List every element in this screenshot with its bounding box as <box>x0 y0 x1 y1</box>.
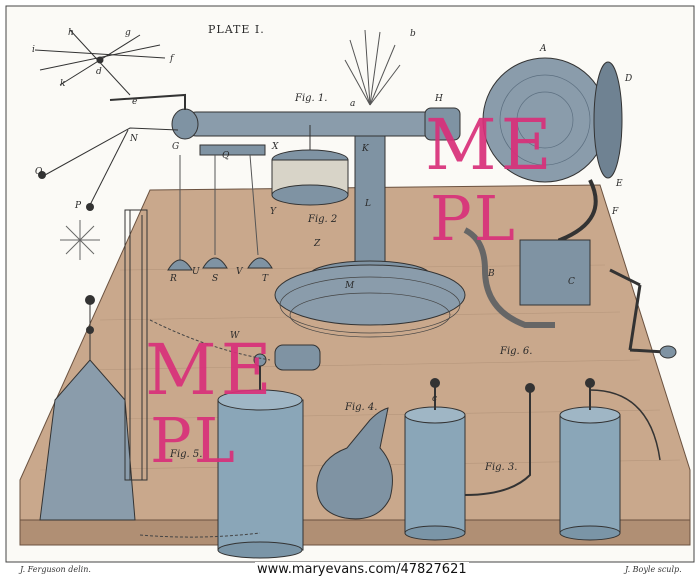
letter-d: d <box>96 67 102 77</box>
prime-conductor <box>38 93 461 211</box>
letter-C: C <box>568 277 575 287</box>
letter-U: U <box>192 267 200 277</box>
letter-A: A <box>540 44 547 54</box>
electrical-machine <box>482 57 677 359</box>
pinwheel-figure <box>34 29 166 96</box>
letter-h: h <box>68 28 74 38</box>
fig2-label: Fig. 2 <box>308 214 338 225</box>
fig5-stand <box>39 209 148 521</box>
fig3-label: Fig. 3. <box>485 462 518 473</box>
watermark-pl-right: PL <box>430 182 517 255</box>
table-edge <box>19 519 691 546</box>
letter-e: e <box>132 97 138 107</box>
letter-B: B <box>488 269 495 279</box>
letter-i: i <box>32 45 35 55</box>
letter-E: E <box>616 179 623 189</box>
feather-tuft <box>344 29 401 106</box>
letter-k: k <box>60 79 66 89</box>
letter-V: V <box>236 267 243 277</box>
bells-apparatus <box>167 144 273 271</box>
letter-Y: Y <box>270 207 276 217</box>
letter-D: D <box>625 74 633 84</box>
credit-left: J. Ferguson delin. <box>20 565 91 574</box>
plate-title: PLATE I. <box>208 23 265 36</box>
hanging-disc <box>271 125 349 206</box>
fig4-label: Fig. 4. <box>345 402 378 413</box>
letter-f: f <box>170 54 174 64</box>
flask <box>316 407 393 520</box>
letter-F: F <box>612 207 619 217</box>
fig5-label: Fig. 5. <box>170 449 203 460</box>
central-stand <box>274 135 466 338</box>
letter-Q: Q <box>222 151 230 161</box>
chain-1 <box>149 319 271 361</box>
letter-L: L <box>365 199 371 209</box>
letter-M: M <box>345 281 355 291</box>
letter-G: G <box>172 142 180 152</box>
letter-X: X <box>272 142 279 152</box>
letter-O: O <box>35 167 43 177</box>
jar-middle <box>404 378 535 541</box>
letter-c: c <box>432 394 438 404</box>
jar-left <box>217 344 321 559</box>
watermark-pl-left: PL <box>150 404 237 477</box>
letter-a: a <box>350 99 356 109</box>
letter-T: T <box>262 274 269 284</box>
letter-Z: Z <box>314 239 321 249</box>
letter-S: S <box>212 274 219 284</box>
letter-b: b <box>410 29 416 39</box>
credit-right: J. Boyle sculp. <box>625 565 682 574</box>
chain-2 <box>139 532 261 538</box>
letter-N: N <box>130 134 138 144</box>
jar-right <box>559 378 661 541</box>
letter-W: W <box>230 331 240 341</box>
fig1-label: Fig. 1. <box>295 93 328 104</box>
star-flower <box>60 220 100 260</box>
letter-R: R <box>170 274 177 284</box>
letter-P: P <box>75 201 82 211</box>
fig6-tube <box>463 227 555 328</box>
letter-K: K <box>362 144 369 154</box>
letter-g: g <box>125 28 131 38</box>
watermark-me-right: ME <box>425 104 556 186</box>
letter-H: H <box>435 94 443 104</box>
watermark-me-left: ME <box>145 329 276 411</box>
fig6-label: Fig. 6. <box>500 346 533 357</box>
footer-url: www.maryevans.com/47827621 <box>255 562 469 577</box>
